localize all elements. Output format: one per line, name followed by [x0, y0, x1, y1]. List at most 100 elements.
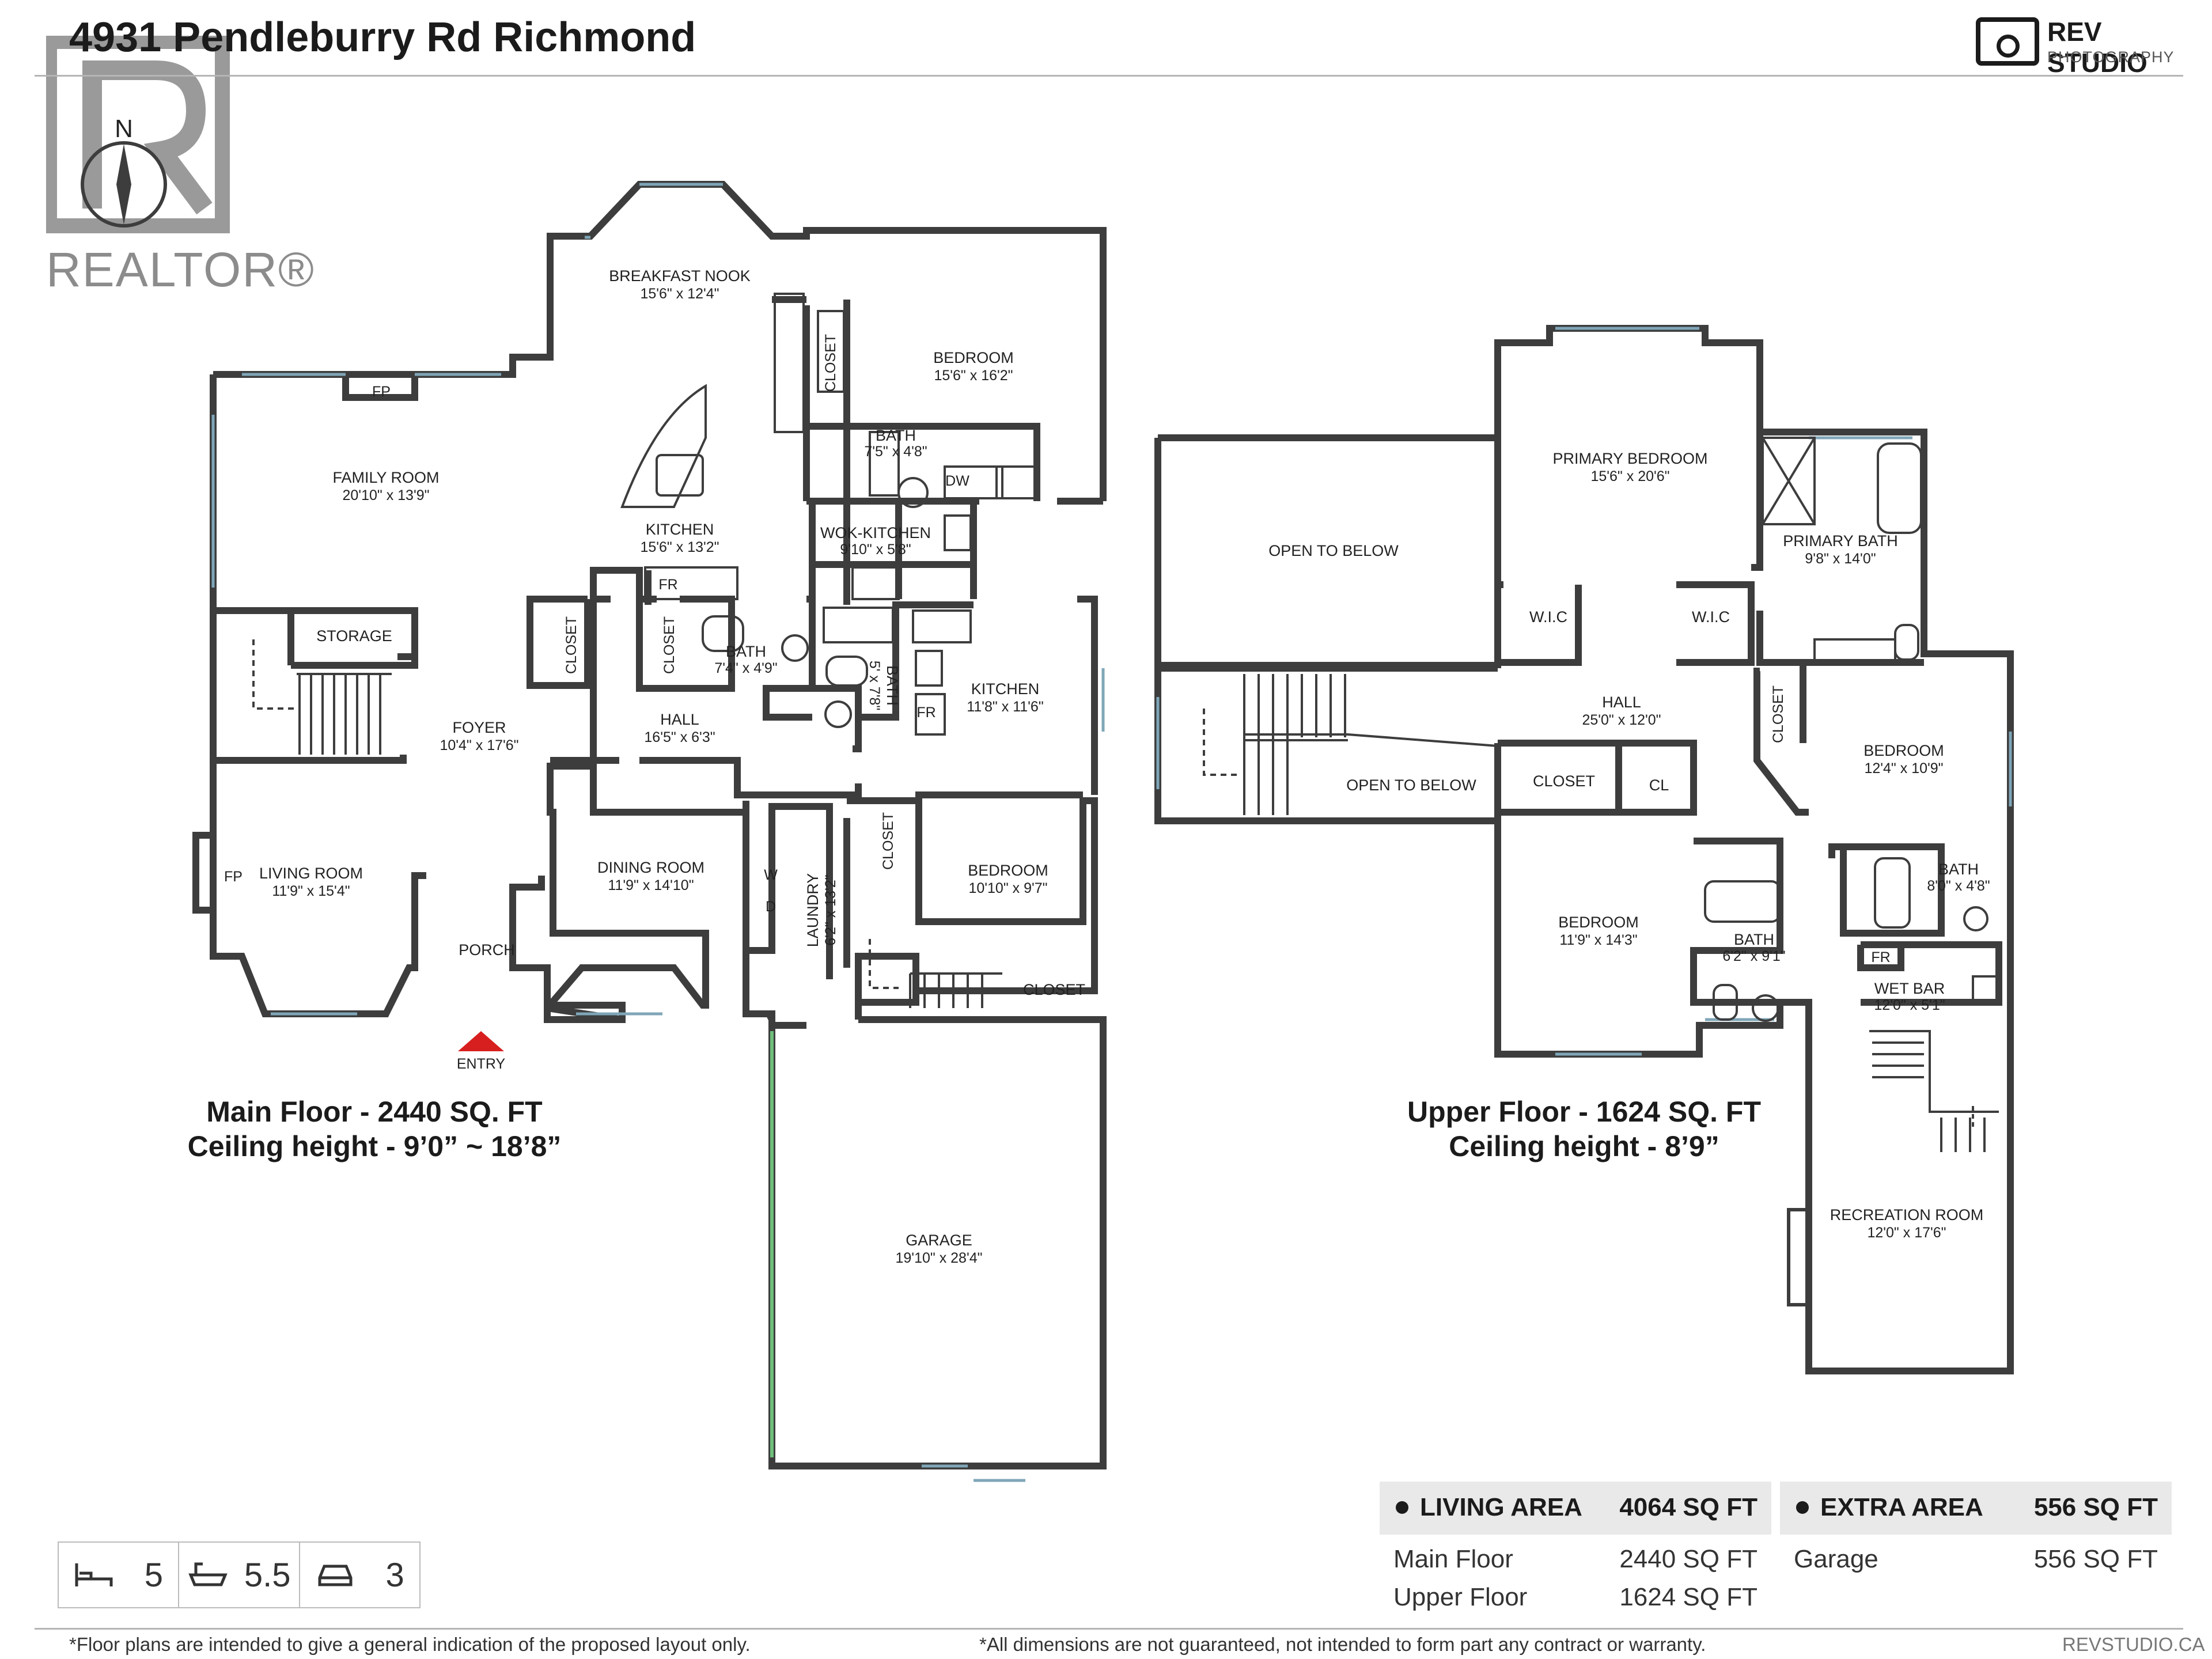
room-recreation: RECREATION ROOM [1830, 1206, 1984, 1224]
room-primary-bath: PRIMARY BATH [1783, 532, 1898, 550]
room-open-below-1: OPEN TO BELOW [1268, 542, 1399, 559]
room-breakfast: BREAKFAST NOOK [609, 267, 751, 285]
bullet-icon [1796, 1501, 1809, 1514]
area-row: Main Floor 2440 SQ FT [1393, 1545, 1758, 1573]
mark-closet-upper: CLOSET [1770, 685, 1786, 743]
upper-floor-caption: Upper Floor - 1624 SQ. FT Ceiling height… [1407, 1096, 1761, 1162]
fixtures [620, 293, 2000, 1022]
brand-main: REV STUDIO [2047, 17, 2147, 78]
extra-area-table: EXTRA AREA 556 SQ FT Garage 556 SQ FT [1780, 1482, 2172, 1618]
entry-arrow-icon [458, 1031, 504, 1051]
svg-text:16'5" x 6'3": 16'5" x 6'3" [644, 729, 715, 745]
svg-text:10'10" x 9'7": 10'10" x 9'7" [968, 880, 1047, 896]
svg-text:20'10" x 13'9": 20'10" x 13'9" [342, 487, 429, 503]
svg-text:15'6" x 13'2": 15'6" x 13'2" [640, 539, 719, 555]
room-living: LIVING ROOM [259, 865, 363, 882]
main-floor-caption: Main Floor - 2440 SQ. FT Ceiling height … [187, 1096, 562, 1162]
room-bedroom-main1: BEDROOM [933, 349, 1014, 366]
svg-text:7'4" x 4'9": 7'4" x 4'9" [714, 660, 777, 676]
svg-text:6'2" x 9'1": 6'2" x 9'1" [1722, 948, 1785, 964]
room-wic-1: W.I.C [1529, 608, 1567, 626]
main-stairs-1 [252, 639, 392, 755]
svg-text:25'0" x 12'0": 25'0" x 12'0" [1582, 712, 1661, 728]
svg-text:5' x 7'8": 5' x 7'8" [866, 661, 882, 711]
room-wet-bar: WET BAR [1874, 980, 1945, 997]
footer-note-right: *All dimensions are not guaranteed, not … [979, 1634, 1706, 1655]
bathtub-icon [188, 1562, 228, 1586]
mark-fr-kitchen2: FR [916, 704, 935, 721]
rec-stairs [1869, 1030, 1999, 1152]
living-area-table: LIVING AREA 4064 SQ FT Main Floor 2440 S… [1380, 1482, 1771, 1618]
room-storage: STORAGE [316, 627, 392, 645]
mark-fr-upper: FR [1871, 949, 1890, 965]
room-wic-2: W.I.C [1692, 608, 1730, 626]
mark-dryer: D [766, 899, 776, 915]
stat-beds: 5 [59, 1543, 180, 1607]
footer-note-left: *Floor plans are intended to give a gene… [69, 1634, 751, 1655]
svg-text:15'6" x 20'6": 15'6" x 20'6" [1590, 468, 1669, 484]
svg-text:12'0" x 17'6": 12'0" x 17'6" [1867, 1225, 1946, 1241]
room-primary-bedroom: PRIMARY BEDROOM [1552, 450, 1707, 467]
mark-closet-4: CLOSET [880, 812, 896, 870]
mark-washer: W [764, 867, 778, 883]
compass-icon [81, 141, 167, 228]
realtor-wordmark: REALTOR® [46, 243, 315, 297]
header-divider [35, 75, 2183, 77]
svg-text:10'4" x 17'6": 10'4" x 17'6" [440, 737, 518, 753]
room-cl-upper: CL [1649, 777, 1669, 794]
property-stats: 5 5.5 3 [58, 1541, 421, 1608]
upper-stairs [1203, 674, 1498, 815]
svg-text:19'10" x 28'4": 19'10" x 28'4" [895, 1250, 982, 1266]
svg-text:12'4" x 10'9": 12'4" x 10'9" [1864, 760, 1943, 777]
bullet-icon [1396, 1501, 1408, 1514]
stat-baths: 5.5 [179, 1543, 300, 1607]
svg-text:11'9" x 15'4": 11'9" x 15'4" [272, 883, 350, 899]
room-garage: GARAGE [906, 1232, 972, 1249]
room-bedroom-upper-a: BEDROOM [1863, 742, 1944, 759]
room-kitchen2: KITCHEN [971, 680, 1040, 698]
camera-icon [1976, 17, 2039, 66]
room-bath-main3: BATH [884, 665, 901, 706]
svg-text:9'10" x 5'8": 9'10" x 5'8" [840, 541, 911, 558]
svg-text:9'8" x 14'0": 9'8" x 14'0" [1805, 551, 1876, 567]
svg-text:11'9" x 14'10": 11'9" x 14'10" [608, 877, 694, 893]
mark-closet-3: CLOSET [661, 616, 677, 674]
car-icon [318, 1565, 353, 1586]
entry-label: ENTRY [457, 1056, 506, 1072]
page-title: 4931 Pendleburry Rd Richmond [69, 14, 696, 60]
svg-text:15'6" x 12'4": 15'6" x 12'4" [640, 286, 719, 302]
room-bath-main1: BATH [876, 427, 916, 444]
room-open-below-2: OPEN TO BELOW [1346, 777, 1476, 794]
svg-text:15'6" x 16'2": 15'6" x 16'2" [934, 368, 1013, 384]
room-kitchen: KITCHEN [646, 521, 714, 538]
mark-dw: DW [945, 473, 969, 489]
footer-divider [35, 1628, 2183, 1630]
main-stairs-2 [869, 939, 1002, 1008]
compass-north: N [115, 115, 133, 143]
main-floor-outline [509, 763, 806, 1029]
room-foyer: FOYER [452, 719, 506, 736]
bed-icon [75, 1563, 113, 1586]
svg-text:7'5" x 4'8": 7'5" x 4'8" [864, 444, 927, 460]
room-bedroom-upper-b: BEDROOM [1558, 914, 1639, 931]
svg-text:11'8" x 11'6": 11'8" x 11'6" [967, 699, 1043, 715]
room-closet-main: CLOSET [1023, 981, 1085, 998]
room-bedroom-main2: BEDROOM [968, 862, 1048, 879]
mark-fp-living: FP [224, 869, 243, 885]
room-wok-kitchen: WOK-KITCHEN [820, 524, 931, 541]
svg-text:11'9" x 14'3": 11'9" x 14'3" [1559, 932, 1637, 948]
room-bath-upper-b: BATH [1734, 931, 1774, 948]
room-laundry: LAUNDRY [804, 873, 821, 948]
svg-text:6'2" x 13'2": 6'2" x 13'2" [823, 874, 839, 945]
mark-closet-2: CLOSET [563, 616, 579, 674]
mark-closet-1: CLOSET [823, 334, 839, 392]
room-hall-main: HALL [660, 711, 699, 728]
area-row: Garage 556 SQ FT [1794, 1545, 2158, 1573]
room-porch: PORCH [459, 941, 515, 959]
room-hall-upper: HALL [1602, 694, 1641, 711]
room-bath-upper-a: BATH [1938, 861, 1979, 878]
room-bath-main2: BATH [726, 643, 766, 660]
footer-site: REVSTUDIO.CA [2062, 1634, 2205, 1655]
room-family: FAMILY ROOM [332, 469, 439, 486]
